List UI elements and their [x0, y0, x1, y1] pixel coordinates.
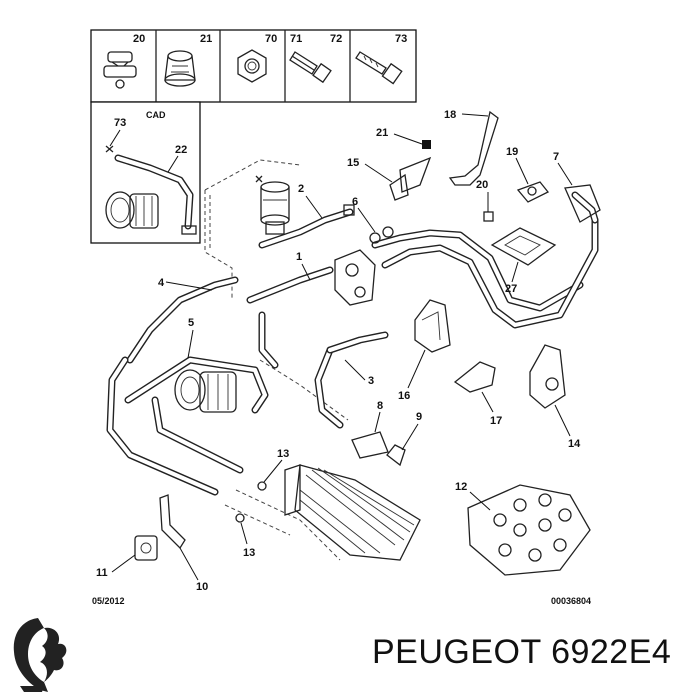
callout-13-upper: 13 — [277, 448, 289, 460]
callout-10: 10 — [196, 581, 208, 593]
peugeot-lion-icon — [13, 618, 67, 692]
compressor-icon — [105, 191, 159, 229]
callout-14: 14 — [568, 438, 581, 450]
expansion-valve — [334, 249, 376, 306]
callout-15: 15 — [347, 157, 359, 169]
hose-network — [106, 191, 599, 496]
short-screw-icon — [289, 51, 332, 84]
callout-6: 6 — [352, 196, 358, 208]
body-outline — [204, 159, 349, 561]
grommet-plate — [467, 484, 591, 576]
callout-11: 11 — [96, 567, 108, 579]
receiver-drier — [255, 175, 290, 235]
cad-label-73: 73 — [114, 117, 126, 129]
sleeve-nut-icon — [164, 50, 196, 87]
callout-5: 5 — [188, 317, 194, 329]
callouts: 2 1 4 5 3 6 7 8 9 10 11 12 13 13 14 15 1… — [96, 109, 581, 593]
callout-13-lower: 13 — [243, 547, 255, 559]
callout-9: 9 — [416, 411, 422, 423]
callout-18: 18 — [444, 109, 456, 121]
date-code: 05/2012 — [92, 596, 125, 606]
callout-16: 16 — [398, 390, 410, 402]
callout-20: 20 — [476, 179, 488, 191]
callout-1: 1 — [296, 251, 302, 263]
callout-27: 27 — [505, 283, 517, 295]
legend-label-21: 21 — [200, 33, 212, 45]
callout-19: 19 — [506, 146, 518, 158]
cad-label-22: 22 — [175, 144, 187, 156]
callout-17: 17 — [490, 415, 502, 427]
callout-12: 12 — [455, 481, 467, 493]
callout-21: 21 — [376, 127, 388, 139]
legend-label-72: 72 — [330, 33, 342, 45]
callout-3: 3 — [368, 375, 374, 387]
callout-4: 4 — [158, 277, 165, 289]
drawing-reference: 00036804 — [551, 596, 591, 606]
legend-label-73: 73 — [395, 33, 407, 45]
long-screw-icon — [355, 51, 403, 85]
condenser — [284, 464, 421, 561]
legend-label-71: 71 — [290, 33, 302, 45]
callout-7: 7 — [553, 151, 559, 163]
callout-8: 8 — [377, 400, 383, 412]
fastener-legend: 20 21 70 71 72 73 — [90, 29, 417, 103]
legend-label-20: 20 — [133, 33, 145, 45]
callout-2: 2 — [298, 183, 304, 195]
legend-label-70: 70 — [265, 33, 277, 45]
brackets — [134, 110, 601, 561]
cad-inset-title: CAD — [146, 110, 166, 120]
clip-icon — [103, 51, 137, 89]
brand-part-number: PEUGEOT 6922E4 — [372, 633, 672, 671]
compressor — [174, 369, 237, 413]
cad-inset: CAD 73 22 — [90, 101, 201, 244]
hex-nut-icon — [237, 49, 267, 83]
